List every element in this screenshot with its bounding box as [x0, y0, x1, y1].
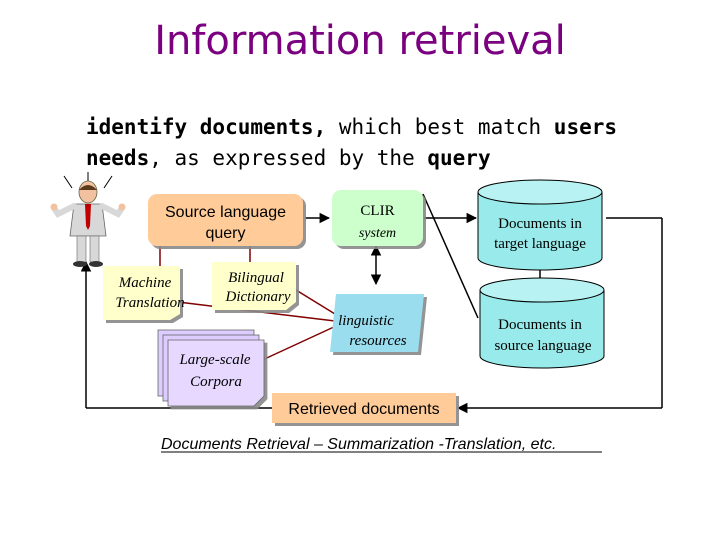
corpora-line1: Large-scale: [178, 352, 250, 368]
docs-target-line2: target language: [494, 236, 586, 252]
dark-red-links: [159, 246, 337, 363]
machine-translation-note: Machine Translation: [103, 266, 185, 320]
dict-line1: Bilingual: [228, 270, 284, 286]
subtitle-part2: which best match: [326, 115, 554, 139]
subtitle: identify documents, which best match use…: [86, 112, 646, 174]
retrieved-label: Retrieved documents: [288, 401, 439, 418]
person-icon: [50, 172, 126, 267]
page-title: Information retrieval: [154, 18, 566, 64]
bilingual-dictionary-note: Bilingual Dictionary: [212, 262, 296, 310]
clir-system-box: CLIR system: [332, 190, 423, 246]
retrieved-documents-box: Retrieved documents: [272, 393, 456, 423]
linguistic-line1: linguistic: [338, 313, 394, 329]
line-clir-docs-source: [422, 193, 479, 319]
source-query-line2: query: [205, 225, 245, 242]
subtitle-part4: , as expressed by the: [149, 146, 428, 170]
clir-line2: system: [359, 226, 396, 241]
connectors: [80, 193, 663, 414]
clir-line1: CLIR: [360, 203, 394, 219]
link-dict-linguistic: [295, 289, 336, 315]
corpora-line2: Corpora: [190, 374, 242, 390]
linguistic-line2: resources: [349, 333, 406, 349]
mt-line2: Translation: [115, 295, 184, 311]
linguistic-resources-shape: linguistic resources: [330, 294, 424, 352]
subtitle-part5: query: [427, 146, 491, 170]
link-mt-linguistic: [177, 301, 336, 322]
docs-source-cylinder: Documents in source language: [479, 277, 605, 369]
docs-target-cylinder: Documents in target language: [477, 179, 603, 271]
subtitle-part3: users needs: [86, 115, 618, 170]
dict-line2: Dictionary: [225, 289, 291, 305]
docs-source-line1: Documents in: [498, 317, 582, 333]
caption: Documents Retrieval – Summarization -Tra…: [161, 436, 556, 453]
docs-source-line2: source language: [494, 338, 591, 354]
subtitle-part1: identify documents,: [86, 115, 327, 139]
link-corpora-linguistic: [257, 325, 337, 363]
docs-target-line1: Documents in: [498, 216, 582, 232]
source-query-line1: Source language: [165, 204, 286, 221]
source-query-box: Source language query: [148, 194, 303, 246]
large-scale-corpora-stack: Large-scale Corpora: [157, 329, 265, 407]
mt-line1: Machine: [118, 275, 172, 291]
